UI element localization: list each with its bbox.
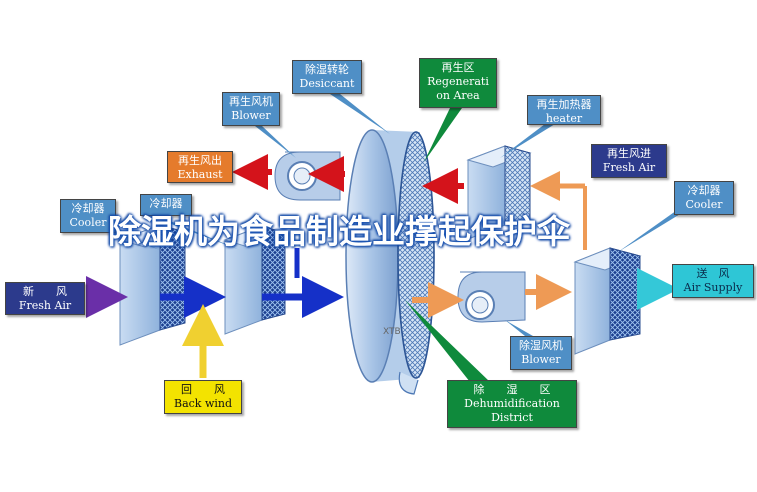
heater-unit (466, 145, 532, 240)
pointer-blower-dehum (505, 320, 540, 340)
pointer-cooler-right (618, 208, 690, 252)
cooler-right-unit (573, 247, 642, 355)
pointer-dehum-district (405, 300, 490, 382)
wheel-rotor-indicator (398, 371, 419, 395)
watermark-title: 除湿机为食品制造业撑起保护伞 (108, 212, 570, 251)
pointer-heater (500, 124, 555, 158)
label-cooler-mid: 冷却器 (140, 194, 192, 216)
wheel-mark: XTB (383, 327, 401, 337)
cooler-left-unit (118, 224, 187, 346)
pointer-desiccant (330, 94, 390, 134)
pointer-regen-area (424, 108, 462, 162)
pointer-cooler-mid (150, 216, 240, 250)
dehum-blower-unit (457, 271, 526, 323)
desiccant-wheel (345, 129, 435, 383)
pointer-blower-regen (255, 126, 296, 158)
